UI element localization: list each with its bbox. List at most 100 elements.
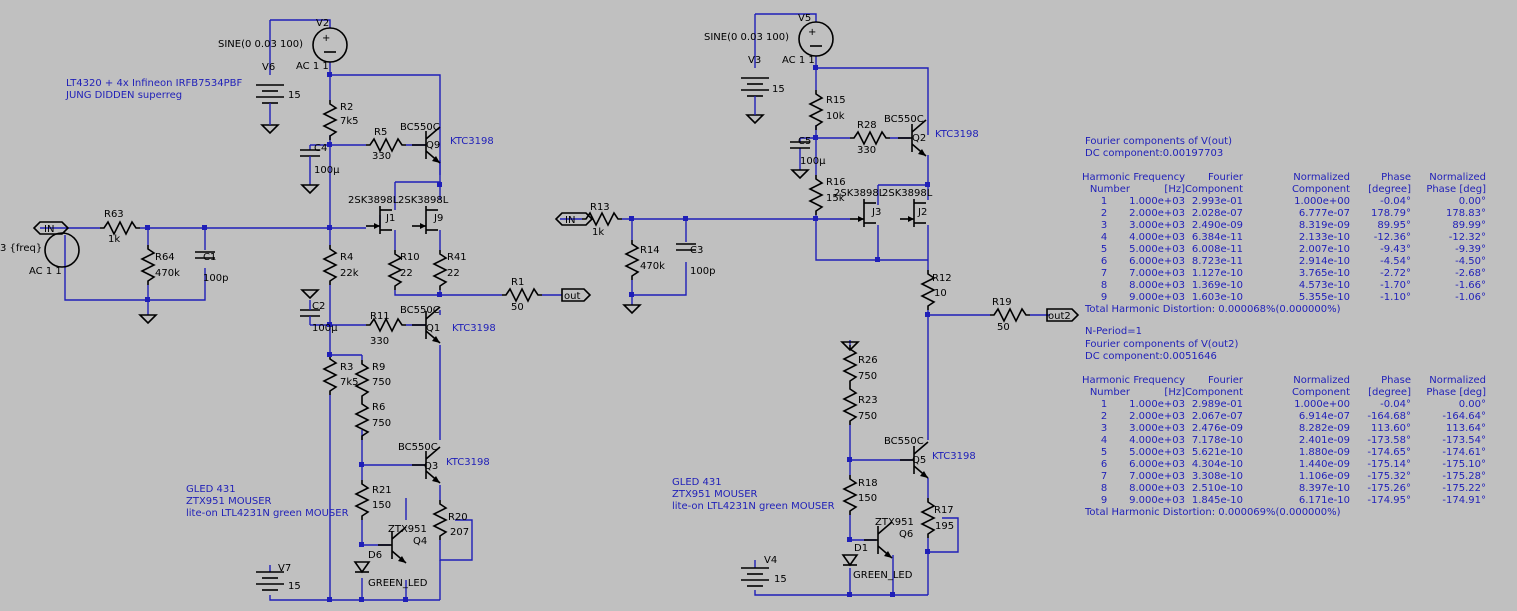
r12-label: R12 [932, 273, 952, 284]
r2-resistor[interactable] [323, 99, 337, 141]
fourier-header-cell: [Hz] [1164, 387, 1185, 398]
fourier-cell: 7 [1101, 471, 1107, 482]
fourier-cell: -12.36° [1374, 232, 1411, 243]
c4-label: C4 [314, 143, 327, 154]
right-net-out2[interactable]: out2 [1046, 308, 1080, 322]
c1-value: 100p [203, 273, 228, 284]
fourier-cell: -0.04° [1380, 196, 1411, 207]
r18-value: 150 [858, 493, 877, 504]
r20-resistor[interactable] [433, 499, 447, 541]
j1-model: 2SK3898L [348, 195, 399, 206]
fourier-cell: 2.993e-01 [1192, 196, 1243, 207]
fourier-cell: -164.64° [1442, 411, 1486, 422]
fourier-cell: 6.000e+03 [1129, 459, 1185, 470]
r21-value: 150 [372, 500, 391, 511]
d1-led[interactable] [842, 554, 858, 566]
r4-resistor[interactable] [323, 244, 337, 286]
r5-resistor[interactable] [365, 138, 407, 152]
fourier-cell: 1.000e+03 [1129, 399, 1185, 410]
r63-resistor[interactable] [99, 221, 141, 235]
c3-value: 100p [690, 266, 715, 277]
fourier-cell: 9 [1101, 292, 1107, 303]
fourier-cell: 1.440e-09 [1299, 459, 1350, 470]
r16-resistor[interactable] [809, 174, 823, 216]
r1-resistor[interactable] [501, 288, 543, 302]
r3-resistor[interactable] [323, 354, 337, 396]
fourier-cell: 4.000e+03 [1129, 435, 1185, 446]
r4-value: 22k [340, 268, 359, 279]
r41-label: R41 [447, 252, 467, 263]
fourier-cell: -175.28° [1442, 471, 1486, 482]
j2-label: J2 [917, 207, 927, 218]
right-out2-label: out2 [1048, 311, 1071, 322]
right-net-in[interactable]: IN [554, 212, 594, 226]
r64-resistor[interactable] [141, 244, 155, 286]
fourier-header-cell: Fourier [1208, 172, 1244, 183]
fourier-cell: -174.61° [1442, 447, 1486, 458]
v4-label: V4 [764, 555, 777, 566]
d1-model: GREEN_LED [853, 570, 913, 581]
left-net-in[interactable]: IN [32, 221, 70, 235]
left-note-line2: JUNG DIDDEN superreg [65, 90, 182, 101]
fourier-cell: 6.171e-10 [1299, 495, 1350, 506]
r18-resistor[interactable] [843, 474, 857, 516]
v2-source[interactable] [312, 27, 348, 63]
r3-value: 7k5 [340, 377, 359, 388]
q4-label: Q4 [413, 536, 427, 547]
fourier2-title: Fourier components of V(out2) [1085, 339, 1238, 350]
fourier1-table: HarmonicNumberFrequency[Hz]FourierCompon… [1082, 172, 1486, 303]
fourier2-table: HarmonicNumberFrequency[Hz]FourierCompon… [1082, 375, 1486, 506]
r17-value: 195 [935, 521, 954, 532]
fourier-cell: 1.106e-09 [1299, 471, 1350, 482]
right-note-line3: lite-on LTL4231N green MOUSER [672, 501, 835, 512]
v2-label: V2 [316, 18, 329, 29]
left-junctions [145, 72, 442, 602]
r41-resistor[interactable] [433, 249, 447, 291]
d1-label: D1 [854, 543, 868, 554]
fourier-cell: 1.369e-10 [1192, 280, 1243, 291]
v7-battery[interactable] [255, 571, 285, 591]
r14-resistor[interactable] [625, 239, 639, 281]
fourier-cell: -1.66° [1455, 280, 1486, 291]
fourier-header-cell: [degree] [1368, 387, 1411, 398]
v6-battery[interactable] [255, 84, 285, 104]
r15-resistor[interactable] [809, 89, 823, 131]
input-source[interactable] [44, 232, 80, 268]
fourier1-thd: Total Harmonic Distortion: 0.000068%(0.0… [1084, 304, 1341, 315]
j2-model: 2SK3898L [882, 188, 933, 199]
v3-battery[interactable] [740, 77, 770, 97]
input-source-ac: AC 1 1 [29, 266, 62, 277]
fourier2-nperiod: N-Period=1 [1085, 326, 1142, 337]
fourier-header-cell: Number [1090, 184, 1131, 195]
left-out-label: out [564, 291, 580, 302]
r28-resistor[interactable] [849, 131, 891, 145]
v5-source[interactable] [798, 21, 834, 57]
v4-battery[interactable] [740, 567, 770, 587]
d6-led[interactable] [354, 561, 370, 573]
right-in-label: IN [565, 215, 575, 226]
fourier-cell: 2.914e-10 [1299, 256, 1350, 267]
r11-value: 330 [370, 336, 389, 347]
r9-label: R9 [372, 362, 385, 373]
fourier-cell: 8 [1101, 483, 1107, 494]
fourier-cell: 1.603e-10 [1192, 292, 1243, 303]
fourier-header-cell: Harmonic [1082, 172, 1130, 183]
fourier-header-cell: Phase [1381, 375, 1411, 386]
fourier2-thd: Total Harmonic Distortion: 0.000069%(0.0… [1084, 507, 1341, 518]
r21-resistor[interactable] [355, 479, 369, 521]
fourier-cell: 4.000e+03 [1129, 232, 1185, 243]
fourier-cell: 113.60° [1371, 423, 1411, 434]
fourier-cell: 3.765e-10 [1299, 268, 1350, 279]
fourier-cell: 5.621e-10 [1192, 447, 1243, 458]
fourier-block-out: Fourier components of V(out) DC componen… [1082, 136, 1486, 315]
r19-resistor[interactable] [989, 308, 1031, 322]
fourier-cell: 178.83° [1446, 208, 1486, 219]
r17-resistor[interactable] [921, 497, 935, 539]
fourier-cell: 1.000e+00 [1294, 399, 1350, 410]
left-net-out[interactable]: out [561, 288, 592, 302]
v5-ac: AC 1 1 [782, 55, 815, 66]
fourier-cell: 5 [1101, 447, 1107, 458]
fourier-header-cell: Fourier [1208, 375, 1244, 386]
r23-resistor[interactable] [843, 384, 857, 426]
